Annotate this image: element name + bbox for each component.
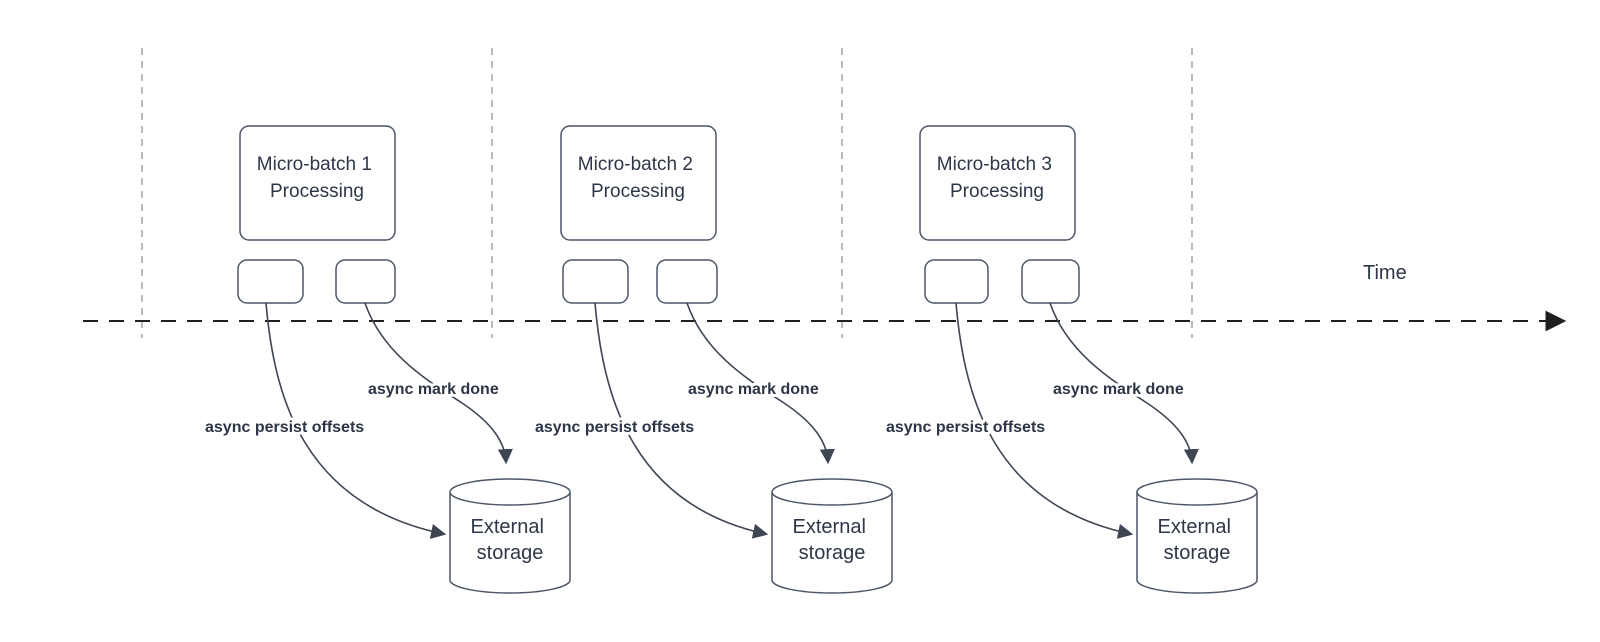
external-storage-cylinder-1-top	[449, 478, 571, 506]
persist-offsets-label-3: async persist offsets	[886, 419, 1045, 436]
persist-task-rect-2	[562, 259, 629, 304]
external-storage-label-2-line1: External	[793, 516, 866, 538]
markdone-task-rect-1	[335, 259, 396, 304]
micro-batch-1-title-line2: Processing	[270, 181, 364, 202]
mark-done-label-1: async mark done	[368, 381, 499, 398]
external-storage-label-2: External storage	[793, 516, 872, 564]
persist-offsets-label-2: async persist offsets	[535, 419, 694, 436]
mark-done-label-2: async mark done	[688, 381, 819, 398]
external-storage-label-3: External storage	[1158, 516, 1237, 564]
external-storage-cylinder-3-body	[1136, 492, 1258, 594]
micro-batch-1-box	[239, 125, 396, 241]
micro-batch-3-title-line1: Micro-batch 3	[937, 154, 1052, 175]
micro-batch-1-title-line1: Micro-batch 1	[257, 154, 372, 175]
mark-done-label-3: async mark done	[1053, 381, 1184, 398]
external-storage-label-1-line2: storage	[477, 542, 544, 564]
persist-offsets-arrow-3	[955, 302, 1134, 539]
micro-batch-2-group: Micro-batch 2 Processing async persist o…	[532, 125, 893, 594]
micro-batch-2-title-line2: Processing	[591, 181, 685, 202]
micro-batch-1-title: Micro-batch 1 Processing	[257, 154, 377, 202]
micro-batch-2-title-line1: Micro-batch 2	[578, 154, 693, 175]
markdone-task-rect-2	[656, 259, 718, 304]
mark-done-arrow-1	[364, 302, 513, 465]
micro-batch-3-title-line2: Processing	[950, 181, 1044, 202]
persist-offsets-arrow-1	[265, 302, 447, 539]
external-storage-cylinder-3-top	[1136, 478, 1258, 506]
mark-done-arrow-2	[686, 302, 835, 465]
external-storage-label-1-line1: External	[471, 516, 544, 538]
micro-batch-3-title: Micro-batch 3 Processing	[937, 154, 1057, 202]
persist-task-rect-1	[237, 259, 304, 304]
external-storage-label-3-line2: storage	[1164, 542, 1231, 564]
micro-batch-3-box	[919, 125, 1076, 241]
external-storage-label-3-line1: External	[1158, 516, 1231, 538]
external-storage-cylinder-1-body	[449, 492, 571, 594]
external-storage-cylinder-1: External storage	[449, 478, 571, 594]
persist-offsets-label-1: async persist offsets	[205, 419, 364, 436]
markdone-task-rect-3	[1021, 259, 1080, 304]
external-storage-label-1: External storage	[471, 516, 550, 564]
persist-task-rect-3	[924, 259, 989, 304]
external-storage-cylinder-2-body	[771, 492, 893, 594]
external-storage-label-2-line2: storage	[799, 542, 866, 564]
micro-batch-2-title: Micro-batch 2 Processing	[578, 154, 698, 202]
time-axis-label: Time	[1363, 262, 1407, 284]
external-storage-cylinder-2-top	[771, 478, 893, 506]
external-storage-cylinder-3: External storage	[1136, 478, 1258, 594]
micro-batch-2-box	[560, 125, 717, 241]
micro-batch-3-group: Micro-batch 3 Processing async persist o…	[883, 125, 1258, 594]
micro-batch-1-group: Micro-batch 1 Processing async persist o…	[202, 125, 571, 594]
external-storage-cylinder-2: External storage	[771, 478, 893, 594]
mark-done-arrow-3	[1049, 302, 1199, 465]
persist-offsets-arrow-2	[594, 302, 769, 539]
